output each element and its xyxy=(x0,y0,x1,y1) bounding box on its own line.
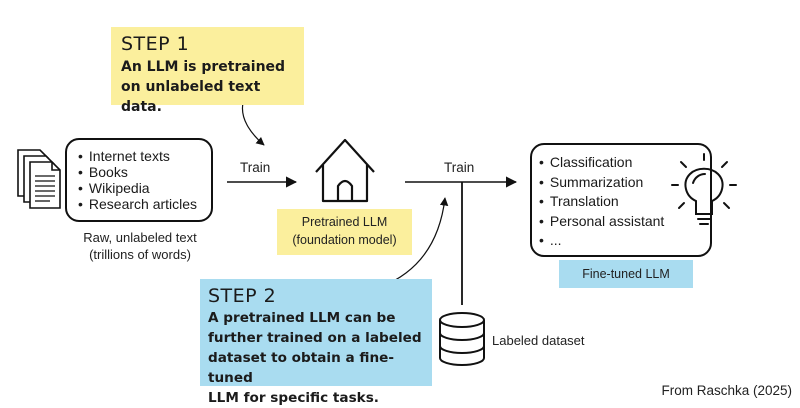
labeled-dataset-label: Labeled dataset xyxy=(492,333,585,348)
list-item: Wikipedia xyxy=(78,180,197,196)
step1-pointer-arrow xyxy=(241,102,265,146)
list-item: Personal assistant xyxy=(539,212,664,232)
fine-tuned-llm-tag: Fine-tuned LLM xyxy=(559,260,693,288)
source-credit: From Raschka (2025) xyxy=(661,383,792,398)
database-icon xyxy=(439,312,485,366)
step1-callout: STEP 1 An LLM is pretrained on unlabeled… xyxy=(111,27,304,115)
step1-text: An LLM is pretrained on unlabeled text d… xyxy=(121,57,294,117)
list-item: Translation xyxy=(539,192,664,212)
raw-text-list: Internet texts Books Wikipedia Research … xyxy=(78,148,197,212)
raw-text-caption: Raw, unlabeled text (trillions of words) xyxy=(55,229,225,263)
list-item: Books xyxy=(78,164,197,180)
list-item: Summarization xyxy=(539,173,664,193)
step1-line: An LLM is pretrained xyxy=(121,59,286,75)
step1-title: STEP 1 xyxy=(121,33,190,55)
list-item: Internet texts xyxy=(78,148,197,164)
document-stack-icon xyxy=(17,149,61,209)
caption-line: (trillions of words) xyxy=(89,247,191,262)
list-item: Research articles xyxy=(78,196,197,212)
train-label-2: Train xyxy=(444,160,475,175)
step2-line: LLM for specific tasks. xyxy=(208,390,379,406)
pretrained-llm-tag: Pretrained LLM (foundation model) xyxy=(277,209,412,255)
step2-callout: STEP 2 A pretrained LLM can be further t… xyxy=(200,279,432,406)
step2-text: A pretrained LLM can be further trained … xyxy=(208,308,424,408)
step2-title: STEP 2 xyxy=(208,285,277,307)
tasks-list: Classification Summarization Translation… xyxy=(539,153,664,251)
step2-line: further trained on a labeled xyxy=(208,330,422,346)
list-item: ... xyxy=(539,231,664,251)
tasks-box xyxy=(530,143,712,257)
step1-line: on unlabeled text data. xyxy=(121,79,261,115)
caption-line: Raw, unlabeled text xyxy=(83,230,197,245)
step2-line: A pretrained LLM can be xyxy=(208,310,396,326)
tag-line: (foundation model) xyxy=(292,233,397,247)
house-icon xyxy=(315,138,375,203)
tag-line: Pretrained LLM xyxy=(301,215,388,229)
raw-text-box xyxy=(65,138,213,222)
list-item: Classification xyxy=(539,153,664,173)
lightbulb-icon xyxy=(671,153,737,225)
step2-line: dataset to obtain a fine-tuned xyxy=(208,350,395,386)
train-label-1: Train xyxy=(240,160,271,175)
